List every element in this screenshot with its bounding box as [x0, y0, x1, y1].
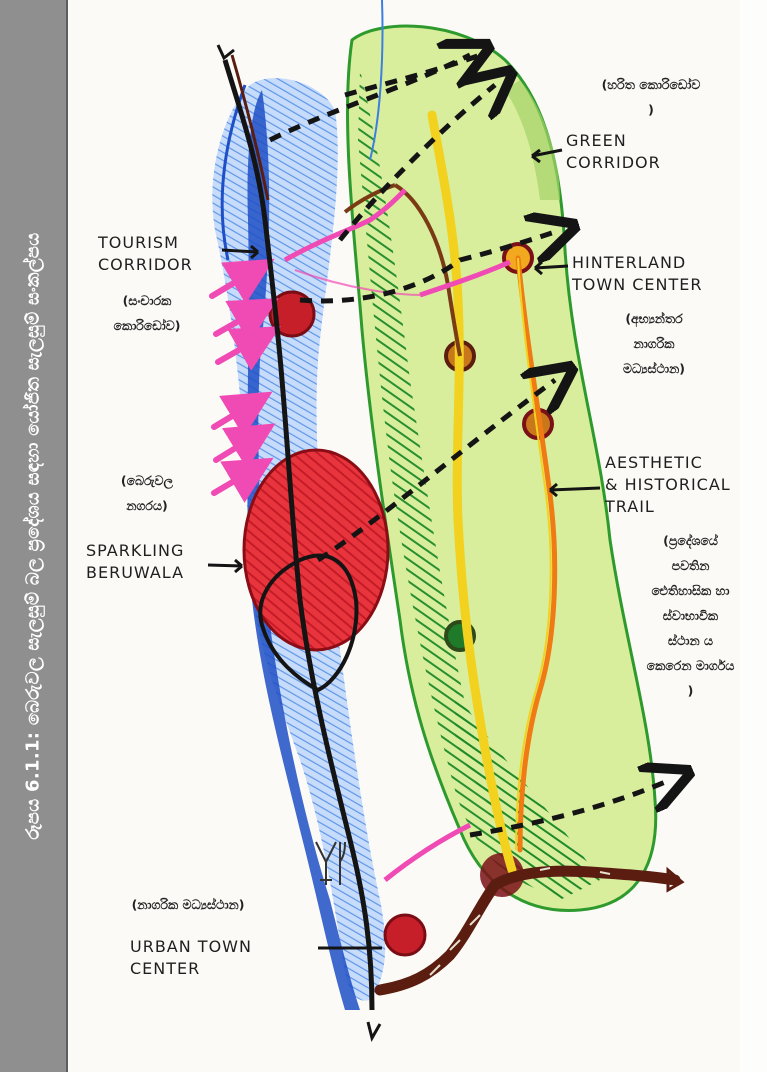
green-corridor-label: GREEN CORRIDOR	[566, 130, 661, 174]
beruwala-town-sinhala-label: (බෙරුවල නගරය)	[92, 468, 202, 518]
hinterland-town-center-label: HINTERLAND TOWN CENTER	[572, 252, 703, 296]
aesthetic-historical-trail-label: AESTHETIC & HISTORICAL TRAIL	[605, 452, 731, 518]
tourism-corridor-sinhala-label: (සංචාරක කොරිඩෝව)	[92, 288, 202, 338]
urban-town-center-sinhala-label: (නාගරික මධ්‍යස්ථාන)	[88, 892, 288, 917]
tourism-corridor-label: TOURISM CORRIDOR	[98, 232, 193, 276]
sparkling-beruwala-label: SPARKLING BERUWALA	[86, 540, 184, 584]
urban-town-center-label: URBAN TOWN CENTER	[130, 936, 252, 980]
green-corridor-sinhala-label: (හරිත කොරිඩෝව )	[566, 72, 736, 122]
aesthetic-trail-sinhala-label: (ප්‍රදේශයේ පවතින ඓතිහාසික හා ස්වාභාවික ස…	[618, 528, 763, 703]
hinterland-sinhala-label: (අභ්‍යන්තර නාගරික මධ්‍යස්ථාන)	[600, 306, 708, 381]
sparkling-beruwala-zone	[244, 450, 388, 650]
